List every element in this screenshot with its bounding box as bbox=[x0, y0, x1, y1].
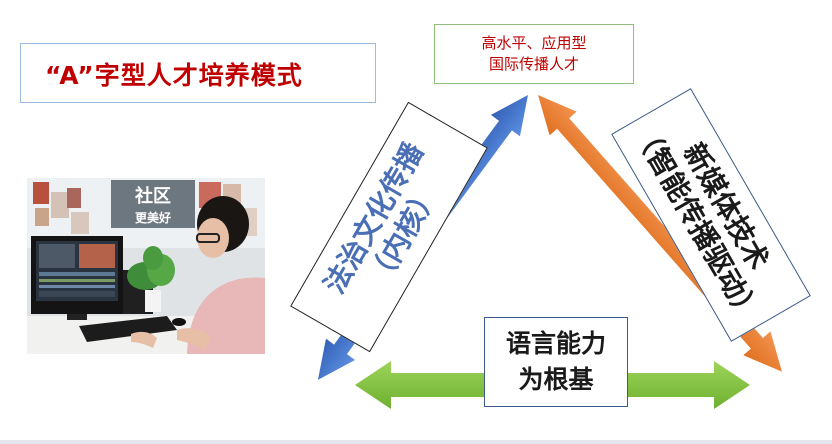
goal-line-2: 国际传播人才 bbox=[488, 55, 579, 73]
goal-line-1: 高水平、应用型 bbox=[481, 34, 587, 52]
photo-sign-line-1: 社区 bbox=[135, 185, 171, 207]
language-base-box: 语言能力 为根基 bbox=[484, 317, 628, 407]
photo-student-editing-video: 社区 更美好 bbox=[27, 178, 265, 354]
photo-sign-line-2: 更美好 bbox=[135, 210, 171, 225]
page-title: “A”字型人才培养模式 bbox=[45, 61, 303, 90]
language-sublabel: 为根基 bbox=[518, 365, 594, 394]
title-box: “A”字型人才培养模式 bbox=[20, 43, 376, 103]
goal-box: 高水平、应用型 国际传播人才 bbox=[434, 24, 634, 84]
language-label: 语言能力 bbox=[505, 329, 606, 358]
